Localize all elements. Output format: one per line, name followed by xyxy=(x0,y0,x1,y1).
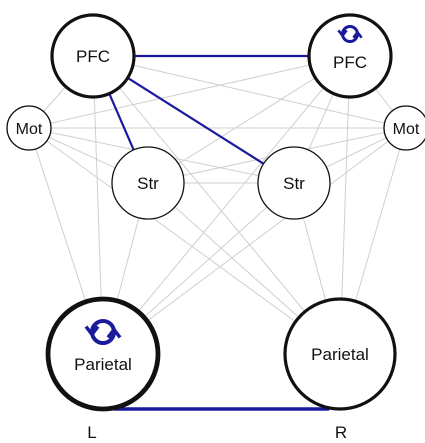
node-label: Parietal xyxy=(311,345,369,364)
node-circle xyxy=(50,13,136,99)
left-hemisphere-label: L xyxy=(87,423,96,442)
edge-mot_left-parietal_right xyxy=(28,127,341,355)
node-parietal-left: Parietal xyxy=(45,296,161,412)
edge-pfc_right-mot_left xyxy=(28,55,351,129)
right-hemisphere-label: R xyxy=(335,423,347,442)
node-parietal-right: Parietal xyxy=(283,297,397,411)
node-pfc-right: PFC xyxy=(307,13,393,99)
node-mot-left: Mot xyxy=(6,105,52,151)
edge-mot_right-parietal_left xyxy=(102,127,407,355)
node-circle xyxy=(307,13,393,99)
self-loop-icon xyxy=(84,319,122,345)
node-label: Parietal xyxy=(74,355,132,374)
node-circle xyxy=(257,146,331,220)
node-mot-right: Mot xyxy=(383,105,425,151)
node-circle xyxy=(45,296,161,412)
node-label: Str xyxy=(283,174,305,193)
node-str-right: Str xyxy=(257,146,331,220)
edge-pfc_right-parietal_left xyxy=(102,55,351,355)
edge-pfc_left-mot_right xyxy=(92,55,407,129)
node-label: Mot xyxy=(393,121,420,138)
node-circle xyxy=(283,297,397,411)
self-loop-icon xyxy=(337,25,363,43)
node-str-left: Str xyxy=(111,146,185,220)
edge-pfc_left-parietal_right xyxy=(92,55,341,355)
node-label: PFC xyxy=(76,47,110,66)
node-circle xyxy=(6,105,52,151)
node-pfc-left: PFC xyxy=(50,13,136,99)
node-circle xyxy=(383,105,425,151)
node-circle xyxy=(111,146,185,220)
node-label: Mot xyxy=(16,121,43,138)
node-label: PFC xyxy=(333,53,367,72)
node-label: Str xyxy=(137,174,159,193)
